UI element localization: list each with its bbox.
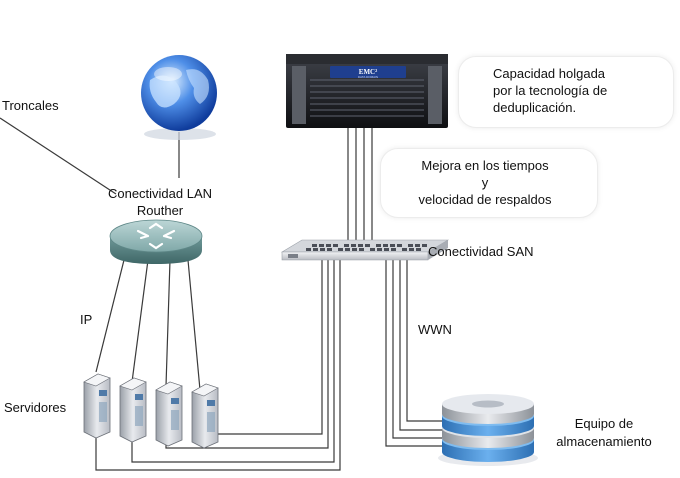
connection-lines bbox=[0, 117, 442, 471]
router-server-line bbox=[165, 259, 171, 387]
storage-label-line2: almacenamiento bbox=[556, 434, 652, 449]
troncales-line bbox=[0, 117, 117, 195]
capacity-note-text: Capacidad holgada por la tecnología de d… bbox=[493, 66, 608, 115]
san-label: Conectividad SAN bbox=[428, 244, 534, 259]
lan-label-line2: Routher bbox=[136, 203, 184, 218]
router-server-line bbox=[131, 259, 149, 383]
speed-note: Mejora en los tiempos y velocidad de res… bbox=[380, 148, 598, 218]
server-icon bbox=[155, 381, 183, 447]
storage-icon bbox=[438, 394, 538, 466]
ip-label: IP bbox=[80, 312, 93, 327]
san-storage-line bbox=[392, 258, 442, 439]
san-storage-line bbox=[385, 258, 442, 447]
server-icon bbox=[191, 383, 219, 449]
san-switch-icon bbox=[280, 239, 450, 261]
emc-appliance-icon: EMC² DATA DOMAIN bbox=[286, 54, 448, 128]
router-server-line bbox=[95, 259, 125, 373]
server-icon bbox=[83, 373, 111, 439]
speed-note-text: Mejora en los tiempos y velocidad de res… bbox=[418, 158, 552, 207]
server-san-line bbox=[95, 258, 341, 471]
san-storage-line bbox=[399, 258, 442, 431]
router-icon bbox=[109, 219, 203, 264]
san-storage-line bbox=[406, 258, 442, 422]
router-server-line bbox=[187, 259, 201, 391]
servidores-label: Servidores bbox=[4, 400, 67, 415]
servers bbox=[83, 373, 219, 449]
globe-icon bbox=[141, 55, 217, 140]
server-san-line bbox=[216, 258, 323, 435]
emc-logo-text: EMC² bbox=[359, 68, 377, 76]
wwn-label: WWN bbox=[418, 322, 452, 337]
server-san-line bbox=[131, 258, 335, 463]
server-icon bbox=[119, 377, 147, 443]
lan-label-line1: Conectividad LAN bbox=[107, 186, 213, 201]
emc-subtitle-text: DATA DOMAIN bbox=[358, 75, 378, 79]
storage-label-line1: Equipo de bbox=[574, 416, 634, 431]
capacity-note: Capacidad holgada por la tecnología de d… bbox=[458, 56, 674, 128]
troncales-label: Troncales bbox=[2, 98, 59, 113]
